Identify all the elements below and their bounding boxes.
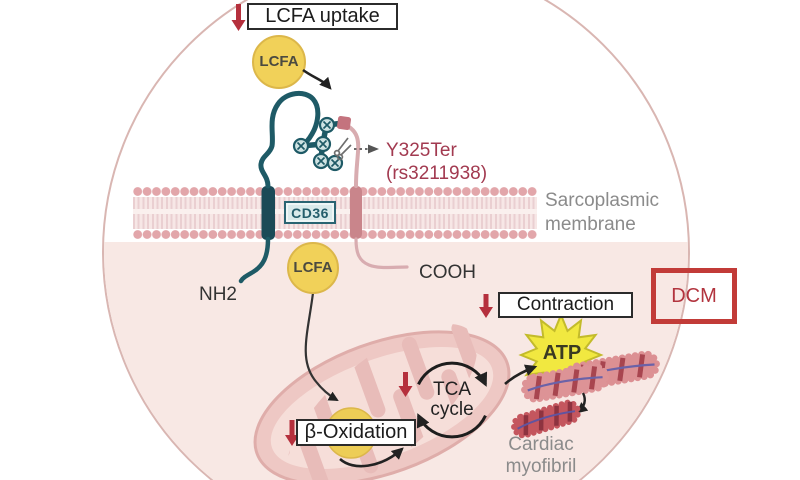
sarcoplasmic-membrane-label: Sarcoplasmic membrane [545,190,660,235]
truncated-segment [347,125,361,188]
truncation-site-marker [336,115,352,131]
decrease-arrow-icons [231,4,493,446]
lipid-heads-top [133,186,537,197]
dcm-box: DCM [651,268,737,324]
tca-cycle-label: TCA cycle [430,379,474,420]
lcfa-label-cytosol: LCFA [293,259,333,276]
lcfa-molecule-cytosol [287,242,339,294]
beta-oxidation-box: β-Oxidation [296,419,416,446]
cd36-receptor [238,90,409,284]
lipid-heads-bottom [133,229,537,240]
contraction-box: Contraction [498,292,633,318]
lcfa-to-mitochondria-arrow [304,292,339,402]
lcfa-label-extracellular: LCFA [259,53,299,70]
mutation-name: Y325Ter [386,140,457,161]
decrease-arrow-beta-oxidation [285,420,299,446]
beta-oxidation-to-tca-arrow [339,447,404,468]
lcfa-uptake-box: LCFA uptake [247,3,398,30]
decrease-arrow-uptake [231,4,246,31]
n-terminus-label: NH2 [198,284,237,305]
mutation-rsid: (rs3211938) [386,163,488,184]
tca-cycle-arrows [416,361,488,439]
decrease-arrow-contraction [479,294,493,318]
lcfa-molecule-extracellular [252,35,306,89]
cardiac-myofibril-relaxed [520,350,660,403]
cardiac-myofibril-contracted [511,399,581,439]
cardiac-myofibril-label: Cardiac myofibril [505,434,577,477]
n-terminal-tail [238,236,271,284]
transmembrane-domain-left [261,186,275,240]
tca-to-atp-arrow [504,364,538,385]
c-terminal-tail [354,237,409,270]
cd36-label-box: CD36 [284,201,336,224]
glycosylation-chain-links [298,120,347,166]
scissors-icon [333,137,352,161]
atp-label: ATP [542,342,582,364]
mutation-pointer-arrowhead [368,144,379,154]
decrease-arrow-tca [398,372,413,397]
transmembrane-domain-truncated [350,186,362,239]
c-terminus-label: COOH [419,262,476,283]
lcfa-binding-arrow [302,68,332,90]
mutation-label: Y325Ter (rs3211938) [386,139,487,185]
extracellular-loop [258,90,321,189]
